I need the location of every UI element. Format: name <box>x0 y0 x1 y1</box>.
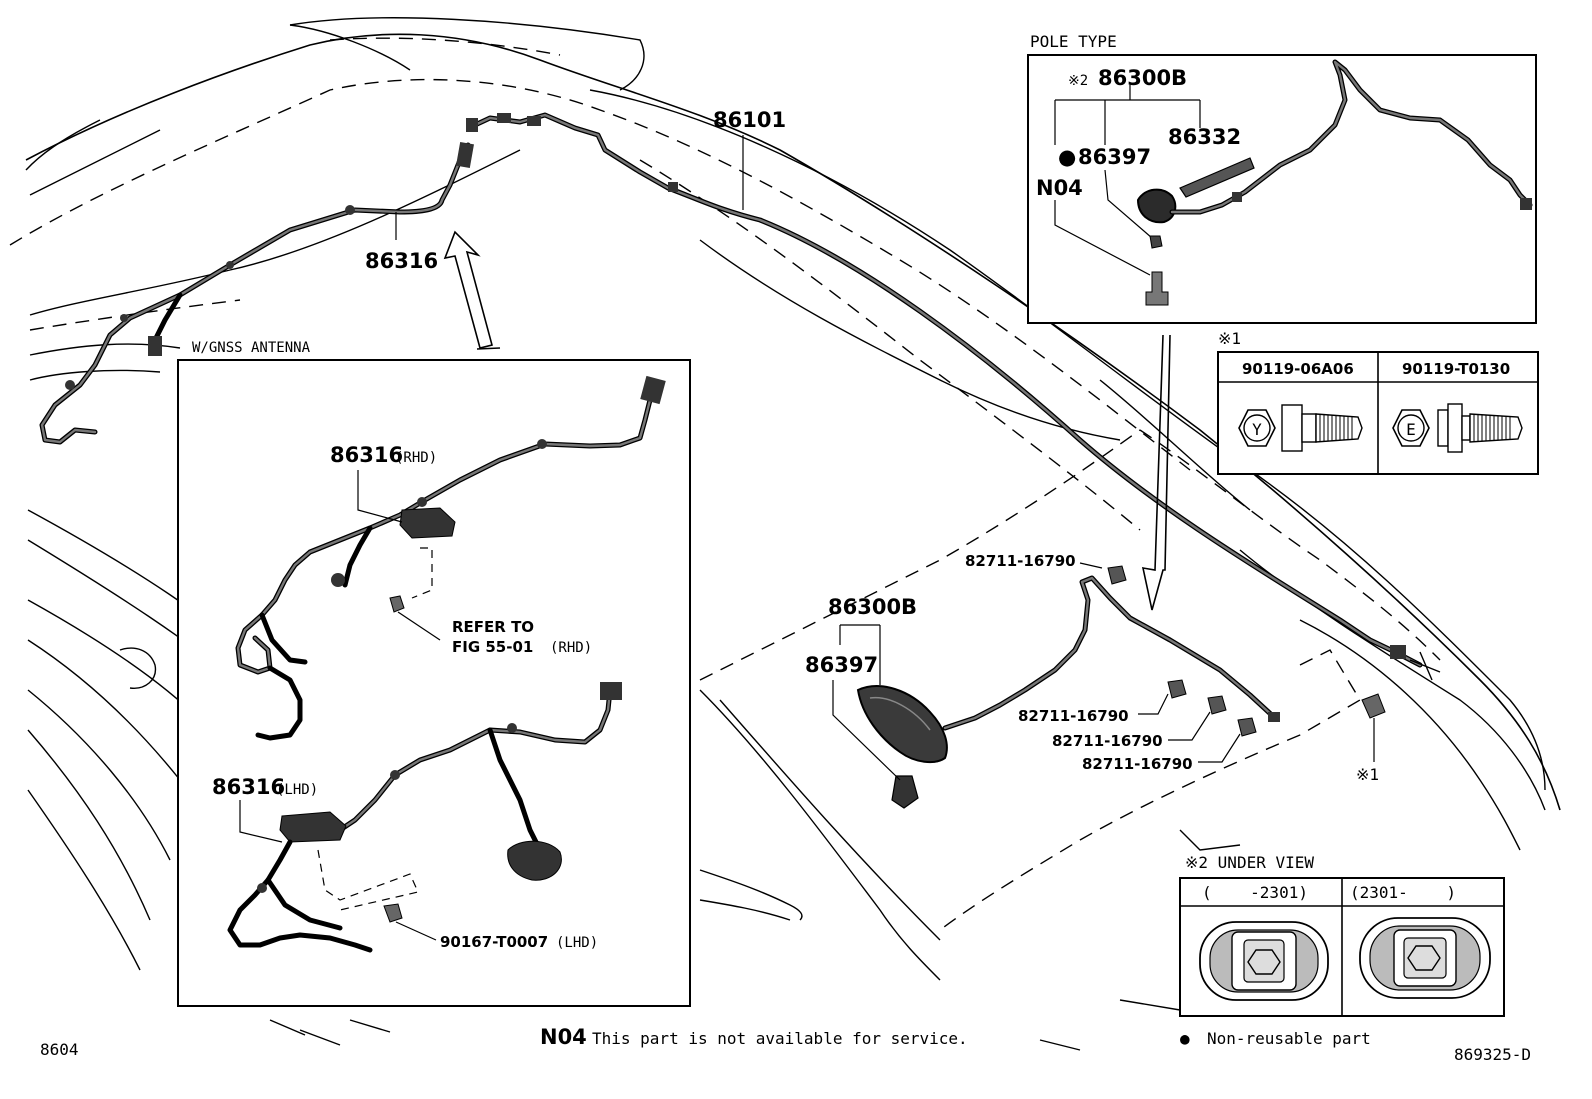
shark-fin-antenna <box>856 575 1280 809</box>
label-clip-3: 82711-16790 <box>1052 732 1163 750</box>
gnss-inset <box>177 359 691 1007</box>
gnss-rhd-pn: 86316 <box>330 443 403 467</box>
harness-86316-left <box>39 141 474 445</box>
label-clip-4: 82711-16790 <box>1082 755 1193 773</box>
footer-page-code: 8604 <box>40 1040 79 1059</box>
leader-lines <box>395 135 1241 781</box>
footer-n04-label: N04 <box>540 1025 587 1049</box>
under-view-col2: (2301- ) <box>1350 883 1456 902</box>
pole-type-nut-pn: 86397 <box>1078 145 1151 169</box>
gnss-refer-line2: FIG 55-01 <box>452 638 533 656</box>
footer-n04-text: This part is not available for service. <box>592 1029 968 1048</box>
under-view-new <box>1359 917 1491 999</box>
label-86316-main: 86316 <box>365 249 438 273</box>
gnss-lhd-pn: 86316 <box>212 775 285 799</box>
gnss-lhd-tag: (LHD) <box>276 782 318 798</box>
bolt-table-col1: 90119-06A06 <box>1242 360 1354 378</box>
pole-type-note-ref: ※2 <box>1068 73 1088 89</box>
pole-type-nut-marker: ● <box>1058 145 1076 169</box>
label-86300B-main: 86300B <box>828 595 917 619</box>
gnss-clip-tag: (LHD) <box>556 935 598 951</box>
label-86397-main: 86397 <box>805 653 878 677</box>
label-clip-1: 82711-16790 <box>965 552 1076 570</box>
gnss-harness-lhd <box>227 682 622 953</box>
bolt-90119-T0130 <box>1392 403 1523 453</box>
gnss-harness-rhd <box>235 375 666 741</box>
pole-type-title: POLE TYPE <box>1030 32 1117 51</box>
vehicle-outline <box>9 17 1561 1051</box>
gnss-rhd-tag: (RHD) <box>395 450 437 466</box>
pole-type-panel <box>1027 54 1537 324</box>
bolt-mark-y: Y <box>1252 420 1262 439</box>
under-view-col1: ( -2301) <box>1202 883 1308 902</box>
pole-type-n04: N04 <box>1036 176 1083 200</box>
footer-bullet: ● <box>1180 1029 1190 1048</box>
under-view-panel <box>1179 877 1505 1017</box>
footer-nonreuse-text: Non-reusable part <box>1207 1029 1371 1048</box>
bolt-table-col2: 90119-T0130 <box>1402 360 1510 378</box>
bolt-90119-06A06 <box>1238 404 1363 452</box>
bolt-table-ref: ※1 <box>1218 329 1241 348</box>
bolt-mark-e: E <box>1406 420 1416 439</box>
under-view-old <box>1199 921 1329 1001</box>
gnss-clip-pn: 90167-T0007 <box>440 933 548 951</box>
roof-cable-86101 <box>466 112 1441 681</box>
label-86101: 86101 <box>713 108 786 132</box>
gnss-refer-line1: REFER TO <box>452 618 534 636</box>
pole-type-antenna-pn: 86300B <box>1098 66 1187 90</box>
under-view-title: ※2 UNDER VIEW <box>1185 853 1314 872</box>
bolt-table <box>1217 351 1539 475</box>
clips-82711 <box>1107 565 1386 762</box>
label-clip-2: 82711-16790 <box>1018 707 1129 725</box>
pole-type-rod-pn: 86332 <box>1168 125 1241 149</box>
label-bolt-ref: ※1 <box>1356 765 1379 784</box>
gnss-title: W/GNSS ANTENNA <box>192 340 311 356</box>
footer-fig-code: 869325-D <box>1454 1045 1531 1064</box>
gnss-refer-tag: (RHD) <box>550 640 592 656</box>
